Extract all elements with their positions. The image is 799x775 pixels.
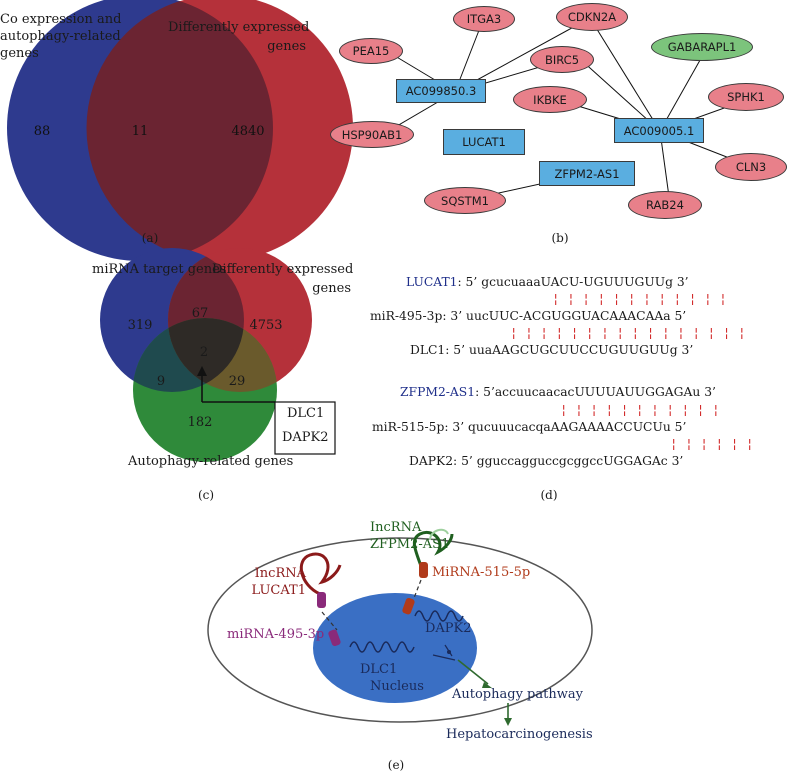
caption-e: (e) (387, 758, 405, 772)
venn-c-de-only: 4753 (249, 318, 283, 333)
venn-a (7, 0, 353, 261)
dapk2-mrna (414, 610, 464, 622)
node-ac009005: AC009005.1 (614, 118, 704, 143)
lucat1-mir-block (317, 592, 326, 608)
box-gene-dlc1: DLC1 (287, 406, 325, 421)
label-dapk2: DAPK2 (425, 621, 472, 636)
lucat1-hairpin (299, 552, 342, 596)
node-pea15: PEA15 (339, 38, 403, 64)
node-ac099850: AC099850.3 (396, 79, 486, 103)
pairing-mir515-dapk2: ¦ ¦ ¦ ¦ ¦ ¦ (670, 437, 754, 451)
label-nucleus: Nucleus (370, 679, 424, 694)
venn-c-all-three: 2 (199, 345, 209, 360)
label-mir515: MiRNA-515-5p (432, 565, 531, 580)
zfpm2-mir-block (419, 562, 428, 578)
venn-c-de-autophagy: 29 (228, 374, 246, 389)
label-hepatocarcinogenesis: Hepatocarcinogenesis (446, 727, 593, 742)
caption-c: (c) (197, 488, 215, 502)
venn-a-left-value: 88 (33, 124, 51, 139)
node-lucat1: LUCAT1 (443, 129, 525, 155)
node-sphk1: SPHK1 (708, 83, 784, 111)
seq-dlc1: DLC1: 5’ uuaAAGCUGCUUCCUGUUGUUg 3’ (410, 343, 694, 357)
pairing-mir495-dlc1: ¦ ¦ ¦ ¦ ¦ ¦ ¦ ¦ ¦ ¦ ¦ ¦ ¦ ¦ ¦ ¦ (510, 326, 746, 340)
venn-c-target-label: miRNA target genes (92, 262, 227, 277)
node-hsp90ab1: HSP90AB1 (330, 121, 414, 148)
nucleus-shape (313, 593, 477, 703)
venn-c-target-de: 67 (191, 306, 209, 321)
label-lnc-lucat1: IncRNA LUCAT1 (251, 566, 306, 598)
label-mir495: miRNA-495-3p (227, 627, 325, 642)
label-autophagy-pathway: Autophagy pathway (452, 687, 583, 702)
venn-c-autophagy-label: Autophagy-related genes (128, 454, 294, 469)
caption-a: (a) (141, 231, 159, 245)
venn-a-overlap (86, 1, 273, 255)
mir515-block (402, 597, 415, 615)
venn-c-target-only: 319 (127, 318, 153, 333)
box-gene-dapk2: DAPK2 (282, 430, 329, 445)
node-rab24: RAB24 (628, 191, 702, 219)
venn-c (100, 248, 336, 462)
dlc1-mrna (349, 641, 415, 653)
venn-c-autophagy-only: 182 (187, 415, 213, 430)
label-dlc1: DLC1 (360, 662, 398, 677)
venn-c-target-autophagy: 9 (156, 374, 166, 389)
node-cln3: CLN3 (715, 153, 787, 181)
seq-mir495: miR-495-3p: 3’ uucUUC-ACGUGGUACAAACAAa 5… (370, 309, 687, 323)
node-gabarapl1: GABARAPL1 (651, 33, 753, 61)
venn-a-right-value: 4840 (231, 124, 265, 139)
node-zfpm2-as1: ZFPM2-AS1 (539, 161, 635, 186)
venn-c-de-label: Differently expressed genes (212, 262, 354, 296)
caption-b: (b) (551, 231, 569, 245)
seq-zfpm2: ZFPM2-AS1: 5’accuucaacacUUUUAUUGGAGAu 3’ (400, 385, 716, 399)
node-sqstm1: SQSTM1 (424, 187, 506, 214)
seq-dapk2: DAPK2: 5’ gguccagguccgcggccUGGAGAc 3’ (409, 454, 684, 468)
venn-a-right-label: Differently expressed genes (168, 20, 310, 54)
cell-diagram (207, 528, 593, 726)
pairing-zfpm2-mir515: ¦ ¦ ¦ ¦ ¦ ¦ ¦ ¦ ¦ ¦ ¦ (560, 403, 720, 417)
gene-box (274, 401, 336, 455)
seq-lucat1: LUCAT1: 5’ gcucuaaaUACU-UGUUUGUUg 3’ (406, 275, 689, 289)
caption-d: (d) (540, 488, 558, 502)
zfpm2-hairpin (412, 531, 454, 576)
venn-a-left-label: Co expression and autophagy-related gene… (0, 12, 122, 61)
label-lnc-zfpm2: IncRNA ZFPM2-AS1 (370, 520, 450, 552)
venn-a-overlap-value: 11 (131, 124, 149, 139)
node-cdkn2a: CDKN2A (556, 3, 628, 31)
cell-membrane (207, 537, 593, 723)
pairing-lucat1-mir495: ¦ ¦ ¦ ¦ ¦ ¦ ¦ ¦ ¦ ¦ ¦ ¦ (552, 292, 727, 306)
node-birc5: BIRC5 (530, 46, 594, 73)
seq-mir515: miR-515-5p: 3’ qucuuucacqaAAGAAAACCUCUu … (372, 420, 687, 434)
mir495-block (328, 629, 341, 647)
node-itga3: ITGA3 (453, 6, 515, 32)
node-ikbke: IKBKE (513, 86, 587, 113)
